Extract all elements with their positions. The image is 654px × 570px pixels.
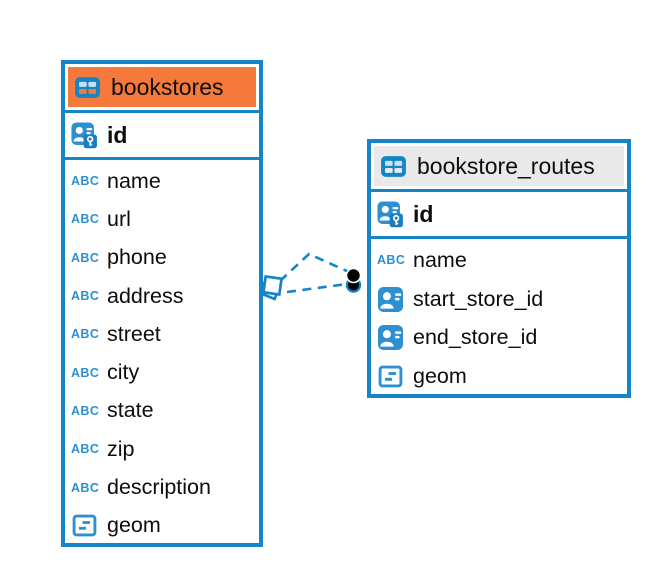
text-type-icon: ABC [71, 174, 100, 189]
column-label: name [107, 168, 161, 193]
relationship-line-upper[interactable] [279, 252, 350, 282]
column-label: id [413, 200, 434, 227]
column-label: phone [107, 245, 167, 270]
column-label: geom [413, 363, 467, 388]
column-label: address [107, 283, 184, 308]
text-type-icon: ABC [71, 250, 100, 265]
column-row-start-store-id[interactable]: start_store_id [371, 280, 627, 319]
text-type-icon: ABC [71, 327, 100, 342]
table-bookstores[interactable]: bookstores id ABC name ABC url ABC phone… [61, 60, 263, 547]
primary-key-icon [377, 201, 404, 228]
column-label: street [107, 321, 161, 346]
column-list: ABC name start_store_id end_store_id geo… [371, 239, 627, 396]
table-icon [73, 73, 102, 102]
column-row-description[interactable]: ABC description [65, 468, 259, 506]
column-label: description [107, 475, 211, 500]
relationship-dot-markers [345, 267, 362, 293]
table-title: bookstore_routes [417, 152, 595, 179]
column-row-id[interactable]: id [65, 113, 259, 157]
table-icon [379, 152, 408, 181]
column-row-phone[interactable]: ABC phone [65, 239, 259, 277]
text-type-icon: ABC [71, 365, 100, 380]
text-type-icon: ABC [71, 212, 100, 227]
reference-type-icon [377, 324, 404, 351]
table-header-bookstores[interactable]: bookstores [68, 67, 256, 107]
relationship-diamond-markers [258, 274, 284, 301]
column-label: geom [107, 513, 161, 538]
column-label: start_store_id [413, 286, 544, 311]
text-type-icon: ABC [71, 289, 100, 304]
column-row-id[interactable]: id [371, 192, 627, 236]
divider [371, 189, 627, 192]
column-label: city [107, 360, 140, 385]
column-row-street[interactable]: ABC street [65, 315, 259, 353]
column-label: url [107, 206, 131, 231]
table-header-bookstore-routes[interactable]: bookstore_routes [374, 146, 624, 186]
relationship-line-lower[interactable] [286, 282, 348, 294]
reference-type-icon [377, 286, 404, 313]
column-list: ABC name ABC url ABC phone ABC address A… [65, 160, 259, 545]
text-type-icon: ABC [377, 253, 406, 268]
column-row-url[interactable]: ABC url [65, 200, 259, 238]
column-label: zip [107, 436, 135, 461]
geometry-type-icon [377, 363, 404, 390]
column-label: id [107, 121, 128, 148]
table-title: bookstores [111, 73, 224, 100]
column-row-end-store-id[interactable]: end_store_id [371, 318, 627, 357]
divider [371, 236, 627, 239]
column-label: state [107, 398, 154, 423]
column-row-state[interactable]: ABC state [65, 392, 259, 430]
column-row-name[interactable]: ABC name [371, 241, 627, 280]
column-label: end_store_id [413, 325, 538, 350]
geometry-type-icon [71, 512, 98, 539]
divider [65, 110, 259, 113]
text-type-icon: ABC [71, 480, 100, 495]
text-type-icon: ABC [71, 403, 100, 418]
column-row-address[interactable]: ABC address [65, 277, 259, 315]
column-row-city[interactable]: ABC city [65, 353, 259, 391]
text-type-icon: ABC [71, 442, 100, 457]
column-row-name[interactable]: ABC name [65, 162, 259, 200]
column-row-geom[interactable]: geom [65, 507, 259, 545]
primary-key-icon [71, 122, 98, 149]
divider [65, 157, 259, 160]
column-row-zip[interactable]: ABC zip [65, 430, 259, 468]
column-row-geom[interactable]: geom [371, 357, 627, 396]
table-bookstore-routes[interactable]: bookstore_routes id ABC name start_store… [367, 139, 631, 398]
column-label: name [413, 247, 467, 272]
